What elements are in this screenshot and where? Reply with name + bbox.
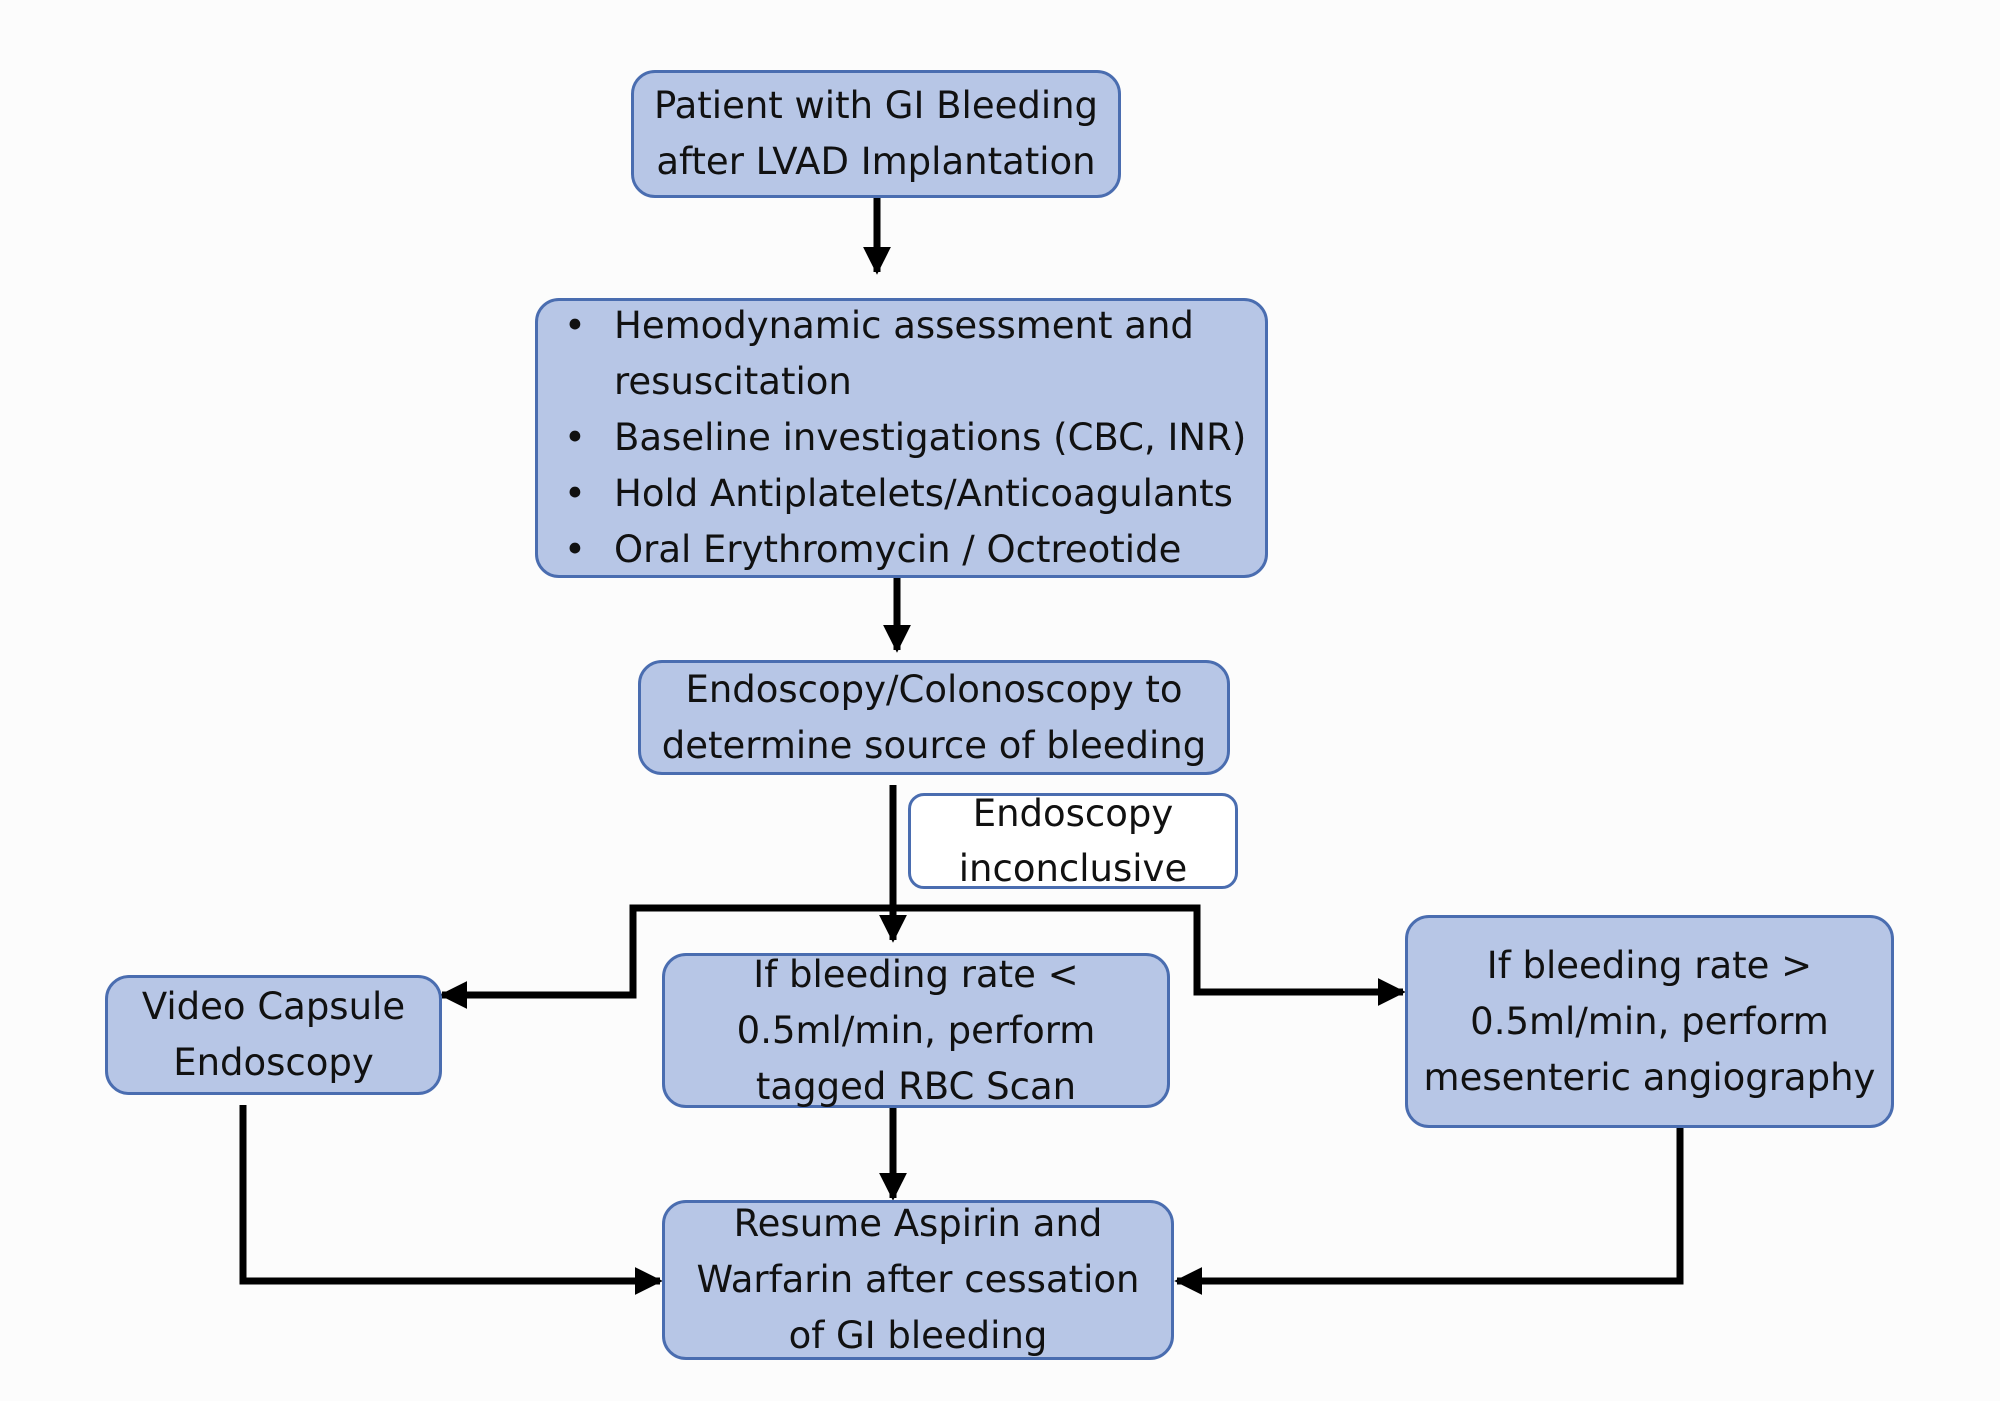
list-item: Baseline investigations (CBC, INR) [564,410,1246,466]
node-rbc-scan: If bleeding rate < 0.5ml/min, perform ta… [662,953,1170,1108]
node-start-line: Patient with GI Bleeding [653,84,1099,127]
arrow-angiography-to-resume [1174,1128,1684,1295]
list-item: Hold Antiplatelets/Anticoagulants [564,466,1246,522]
initial-management-list: Hemodynamic assessment and resuscitation… [564,298,1246,578]
arrow-branch-to-angiography [893,904,1406,1006]
node-resume: Resume Aspirin and Warfarin after cessat… [662,1200,1174,1360]
list-item: Oral Erythromycin / Octreotide [564,522,1246,578]
node-start: Patient with GI Bleeding after LVAD Impl… [631,70,1121,198]
list-item: Hemodynamic assessment and resuscitation [564,298,1246,410]
node-endoscopy-line: Endoscopy/Colonoscopy to [685,667,1183,711]
node-video-capsule: Video Capsule Endoscopy [105,975,442,1095]
node-initial-management: Hemodynamic assessment and resuscitation… [535,298,1268,578]
node-endoscopy: Endoscopy/Colonoscopy to determine sourc… [638,660,1230,775]
node-angiography: If bleeding rate > 0.5ml/min, perform me… [1405,915,1894,1128]
arrow-capsule-to-resume [239,1105,663,1295]
node-start-line: after LVAD Implantation [656,140,1096,183]
arrow-branch-to-capsule [439,904,893,1009]
node-endoscopy-line: determine source of bleeding [661,723,1207,767]
label-endoscopy-inconclusive: Endoscopy inconclusive [908,792,1238,890]
